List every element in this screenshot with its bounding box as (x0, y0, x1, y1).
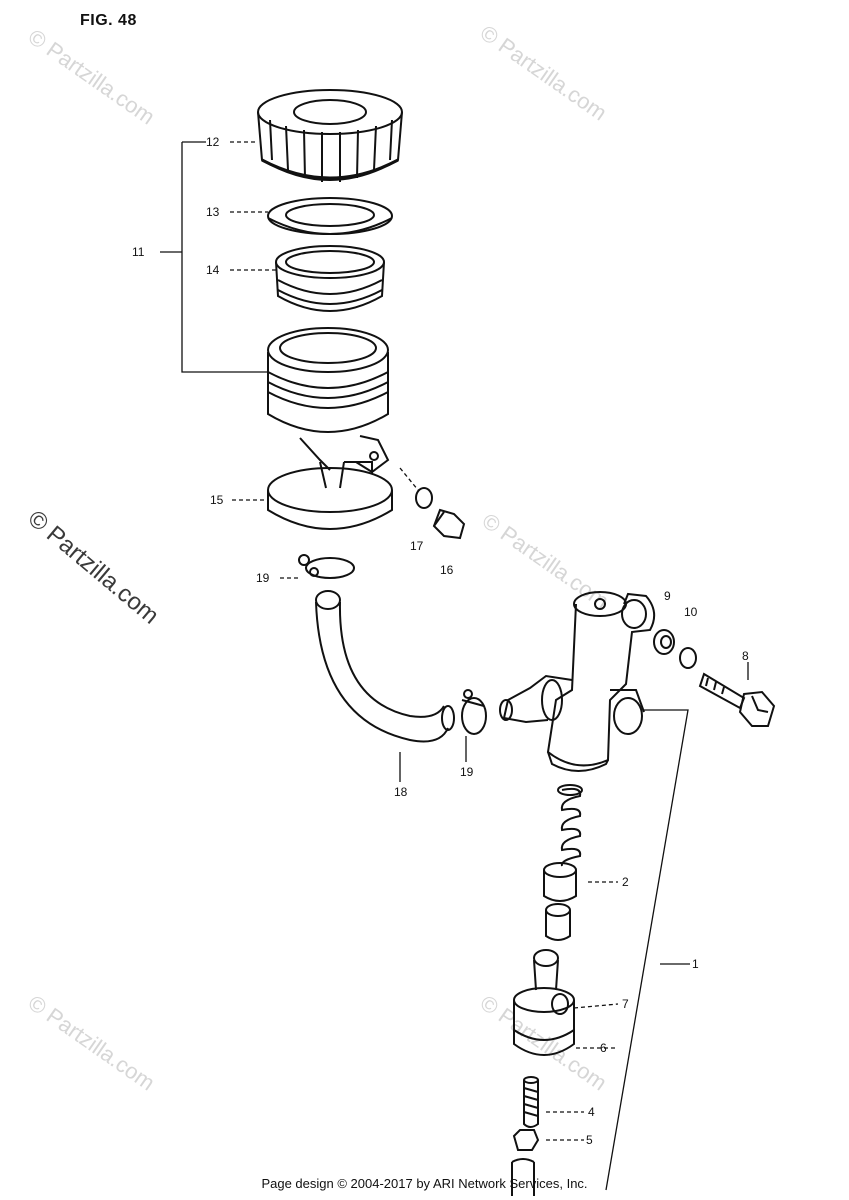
reservoir-body (267, 327, 390, 474)
callout-8: 8 (742, 649, 749, 663)
callout-18: 18 (394, 785, 408, 799)
lock-nut (512, 1129, 540, 1151)
callout-17: 17 (410, 539, 424, 553)
callout-10: 10 (684, 605, 698, 619)
piston-assembly (513, 949, 575, 1056)
callout-2: 2 (622, 875, 629, 889)
callout-5: 5 (586, 1133, 593, 1147)
callout-15: 15 (210, 493, 224, 507)
callout-12: 12 (206, 135, 220, 149)
callout-7: 7 (622, 997, 629, 1011)
callout-6: 6 (600, 1041, 607, 1055)
master-cylinder-body (499, 591, 656, 772)
piston-spring (543, 784, 583, 941)
mounting-bolt (698, 672, 776, 727)
washer (415, 487, 433, 509)
callout-19: 19 (460, 765, 474, 779)
callout-1: 1 (692, 957, 699, 971)
page-footer: Page design © 2004-2017 by ARI Network S… (261, 1176, 588, 1191)
diaphragm-plate (267, 197, 393, 235)
callout-11: 11 (132, 245, 145, 259)
callout-9: 9 (664, 589, 671, 603)
push-rod (523, 1076, 539, 1128)
lock-washer (679, 647, 697, 669)
hose-clamp (461, 689, 487, 735)
banjo-bolt (432, 508, 466, 540)
reservoir-band (267, 461, 393, 530)
callout-4: 4 (588, 1105, 595, 1119)
washer (653, 629, 675, 655)
callout-19: 19 (256, 571, 270, 585)
reservoir-hose (315, 590, 455, 743)
callout-13: 13 (206, 205, 220, 219)
callout-16: 16 (440, 563, 454, 577)
clevis (511, 1158, 535, 1196)
reservoir-cap (257, 89, 403, 182)
callout-14: 14 (206, 263, 220, 277)
figure-title: FIG. 48 (80, 12, 137, 29)
diaphragm (275, 245, 385, 312)
hose-clamp (298, 554, 355, 579)
